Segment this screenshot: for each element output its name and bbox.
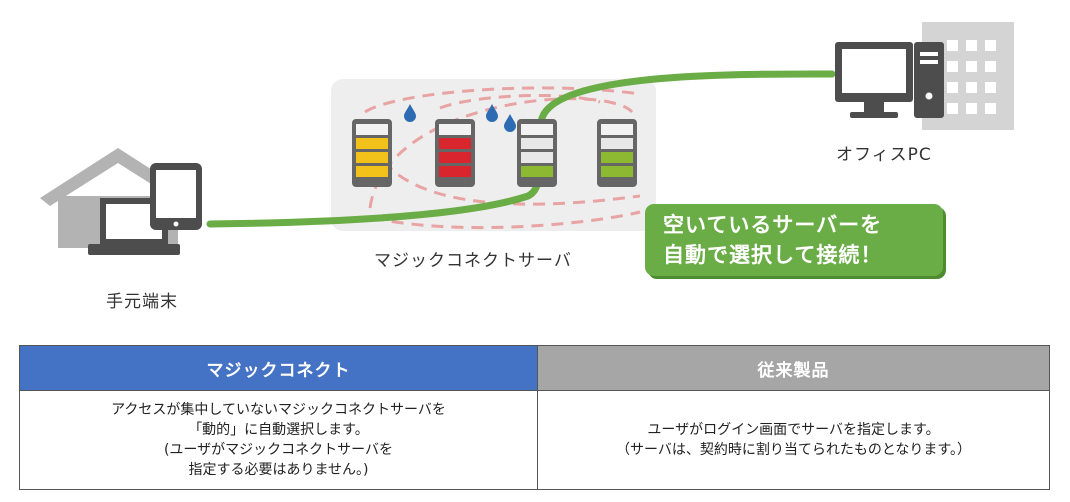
tablet-icon	[150, 163, 202, 230]
header-magic-connect: マジックコネクト	[19, 345, 538, 391]
callout-line: 空いているサーバーを	[663, 213, 883, 237]
server-icon	[597, 119, 637, 187]
droplet-icon	[404, 104, 516, 132]
header-legacy-product: 従来製品	[537, 345, 1050, 391]
desktop-pc-icon	[835, 42, 944, 118]
server-icon	[352, 119, 392, 187]
comparison-table: マジックコネクト 従来製品 アクセスが集中していないマジックコネクトサーバを 「…	[19, 345, 1050, 490]
cell-legacy-product: ユーザがログイン画面でサーバを指定します。 （サーバは、契約時に割り当てられたも…	[537, 390, 1050, 490]
cell-line: （サーバは、契約時に割り当てられたものとなります。）	[615, 442, 972, 458]
table-header-row: マジックコネクト 従来製品	[19, 345, 1050, 391]
client-label: 手元端末	[106, 292, 178, 312]
cell-line: アクセスが集中していないマジックコネクトサーバを	[111, 402, 446, 418]
office-pc-label: オフィスPC	[836, 145, 932, 165]
cell-line: 指定する必要はありません。)	[188, 462, 369, 478]
server-label: マジックコネクトサーバ	[374, 251, 572, 271]
cell-line: (ユーザがマジックコネクトサーバを	[163, 442, 394, 458]
connection-diagram	[40, 22, 1014, 255]
cell-magic-connect: アクセスが集中していないマジックコネクトサーバを 「動的」に自動選択します。 (…	[19, 390, 538, 490]
cell-line: 「動的」に自動選択します。	[188, 422, 369, 438]
server-icon	[517, 119, 557, 187]
cell-line: ユーザがログイン画面でサーバを指定します。	[647, 422, 940, 438]
callout-line: 自動で選択して接続！	[663, 243, 883, 267]
server-icon	[435, 119, 475, 187]
table-row: アクセスが集中していないマジックコネクトサーバを 「動的」に自動選択します。 (…	[19, 390, 1050, 490]
auto-select-callout: 空いているサーバーを 自動で選択して接続！	[645, 204, 943, 276]
